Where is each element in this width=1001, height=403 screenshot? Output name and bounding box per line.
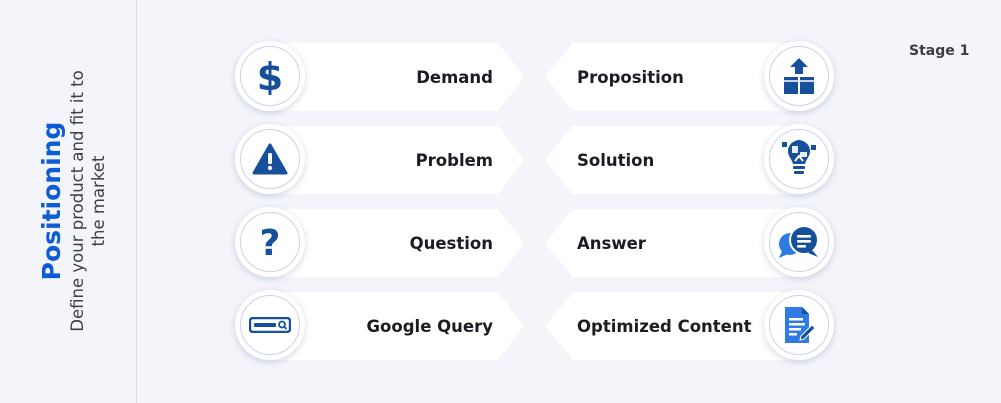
box-upload-icon-circle xyxy=(764,41,834,111)
sidebar: Positioning Define your product and fit … xyxy=(0,0,137,403)
sidebar-subtitle-line2: the market xyxy=(89,155,108,247)
card-label: Proposition xyxy=(577,67,684,87)
card-label: Problem xyxy=(415,150,493,170)
lightbulb-puzzle-icon-circle xyxy=(764,124,834,194)
document-edit-icon-circle xyxy=(764,290,834,360)
card-label: Google Query xyxy=(366,316,493,336)
sidebar-text: Positioning Define your product and fit … xyxy=(37,41,108,361)
lightbulb-puzzle-icon xyxy=(782,140,816,174)
chat-bubbles-icon-circle xyxy=(764,207,834,277)
sidebar-title: Positioning xyxy=(37,121,66,281)
card-label: Question xyxy=(409,233,493,253)
card-label: Answer xyxy=(577,233,646,253)
dollar-icon: $ xyxy=(257,57,283,95)
card-demand: Demand xyxy=(262,43,524,111)
svg-text:?: ? xyxy=(260,223,281,261)
stage-label: Stage 1 xyxy=(909,43,970,59)
sidebar-subtitle-line1: Define your product and fit it to xyxy=(68,70,87,332)
search-bar-icon xyxy=(249,317,291,333)
card-optimized-content: Optimized Content xyxy=(545,292,807,360)
card-answer: Answer xyxy=(545,209,807,277)
chat-bubbles-icon xyxy=(779,225,819,258)
question-icon: ? xyxy=(260,223,281,261)
card-solution: Solution xyxy=(545,126,807,194)
card-google-query: Google Query xyxy=(262,292,524,360)
search-bar-icon-circle xyxy=(235,290,305,360)
document-edit-icon xyxy=(785,307,816,343)
card-problem: Problem xyxy=(262,126,524,194)
question-icon-circle: ? xyxy=(235,207,305,277)
card-question: Question xyxy=(262,209,524,277)
card-proposition: Proposition xyxy=(545,43,807,111)
dollar-icon-circle: $ xyxy=(235,41,305,111)
card-label: Demand xyxy=(416,67,493,87)
svg-text:$: $ xyxy=(257,57,283,95)
box-upload-icon xyxy=(784,58,814,94)
card-label: Solution xyxy=(577,150,655,170)
card-label: Optimized Content xyxy=(577,316,752,336)
warning-icon-circle xyxy=(235,124,305,194)
warning-icon xyxy=(252,143,288,175)
